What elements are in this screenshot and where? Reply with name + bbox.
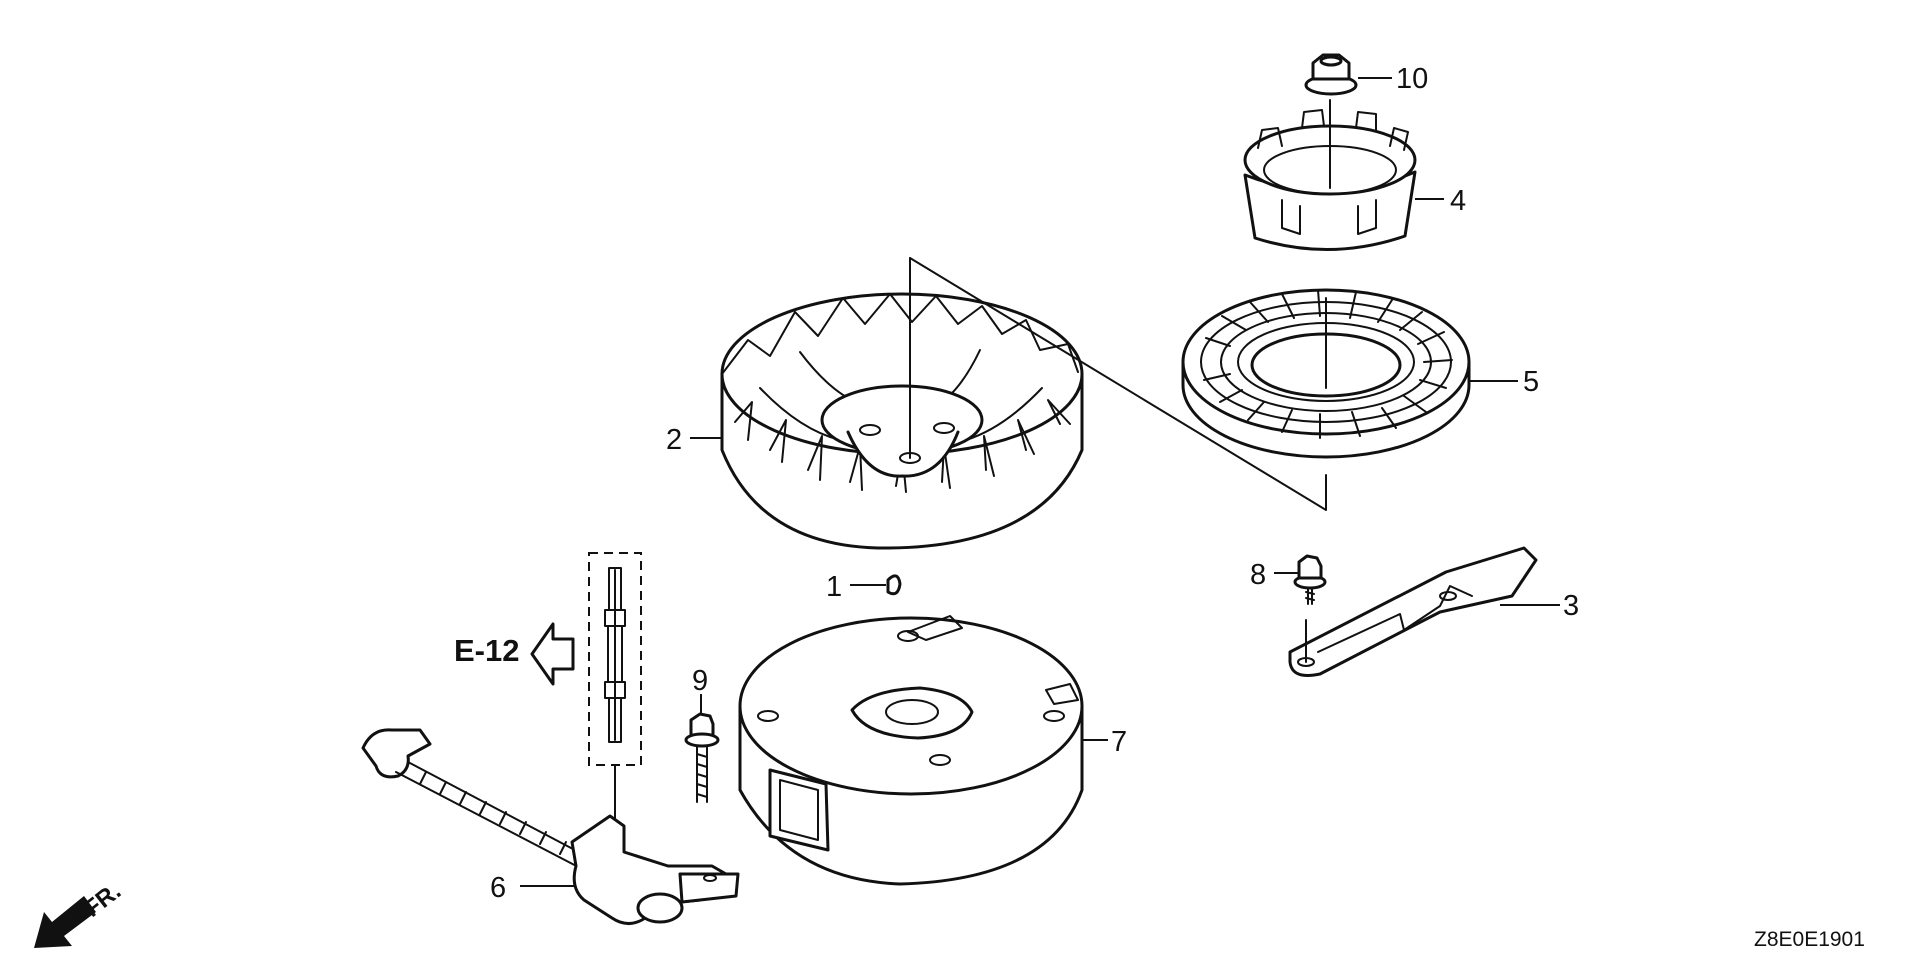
part-3-air-guide[interactable]: 3 — [1288, 546, 1579, 677]
callout-5: 5 — [1523, 366, 1539, 398]
front-direction-indicator: FR. — [34, 878, 126, 948]
reference-e-12[interactable]: E-12 — [454, 622, 575, 686]
callout-3: 3 — [1563, 590, 1579, 622]
part-2-cooling-fan[interactable]: 2 — [666, 257, 1084, 550]
callout-4: 4 — [1450, 185, 1466, 217]
part-5-fan-cover-ring[interactable]: 5 — [1181, 288, 1539, 459]
part-1-key[interactable]: 1 — [826, 571, 902, 603]
part-7-flywheel[interactable]: 7 — [738, 615, 1127, 886]
callout-6: 6 — [490, 872, 506, 904]
callout-7: 7 — [1111, 726, 1127, 758]
diagram-code: Z8E0E1901 — [1754, 928, 1865, 951]
callout-9: 9 — [692, 665, 708, 697]
assembly-line — [909, 257, 1327, 511]
callout-8: 8 — [1250, 559, 1266, 591]
part-8-flange-bolt[interactable]: 8 — [1250, 554, 1327, 605]
reference-label: E-12 — [454, 633, 519, 668]
callout-2: 2 — [666, 424, 682, 456]
callout-1: 1 — [826, 571, 842, 603]
hollow-left-arrow-icon — [530, 622, 575, 686]
part-9-flange-bolt[interactable]: 9 — [684, 665, 720, 803]
part-4-starter-pulley[interactable]: 4 — [1243, 99, 1466, 252]
part-10-flange-nut[interactable]: 10 — [1304, 53, 1428, 96]
solid-arrow-down-left-icon — [34, 896, 96, 948]
part-6-ignition-coil[interactable]: 6 — [361, 552, 740, 925]
callout-10: 10 — [1396, 63, 1428, 95]
spark-plug-stud — [604, 567, 626, 743]
